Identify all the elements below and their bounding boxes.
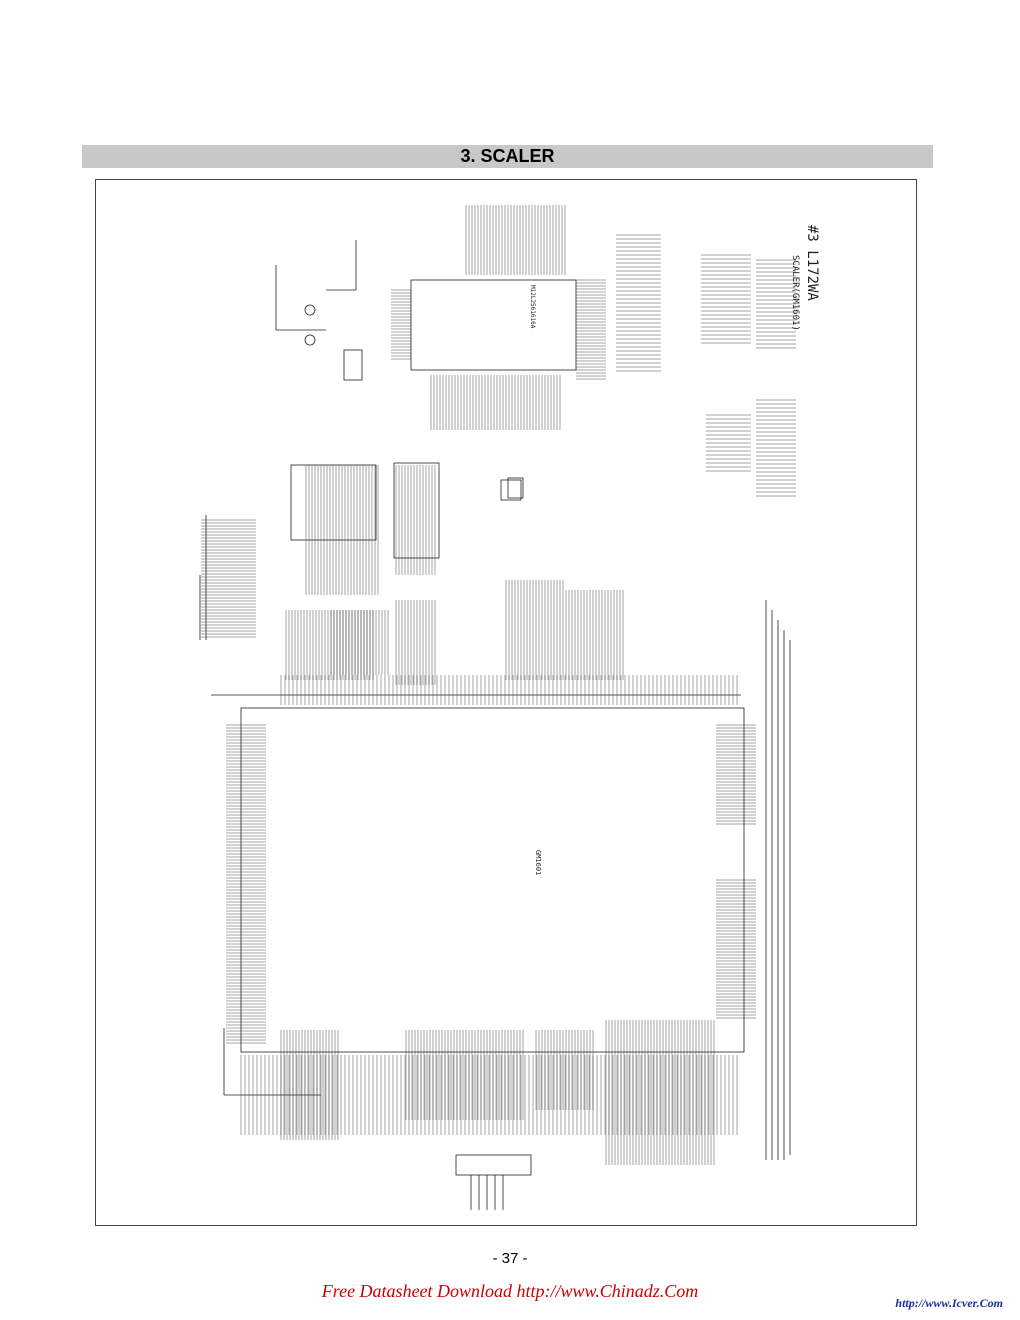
section-title: 3. SCALER	[460, 146, 555, 166]
icver-link[interactable]: http://www.Icver.Com	[895, 1296, 1003, 1310]
page-number: - 37 -	[492, 1250, 528, 1267]
schematic-sheet-title: #3 L172WA	[804, 225, 820, 301]
section-title-bar: 3. SCALER	[82, 145, 933, 168]
scaler-ic-label: GM1601	[534, 850, 542, 875]
datasheet-download-link[interactable]: Free Datasheet Download http://www.China…	[321, 1281, 699, 1301]
schematic-sheet-subtitle: SCALER(GM1601)	[790, 255, 800, 331]
scaler-ic-outline	[240, 707, 745, 1053]
sdram-chip-outline	[410, 279, 577, 371]
scaler-schematic-drawing: #3 L172WA SCALER(GM1601) GM1601 M12L2561…	[199, 205, 820, 1210]
schematic-frame: #3 L172WA SCALER(GM1601) GM1601 M12L2561…	[95, 179, 917, 1226]
sdram-chip-label: M12L2561616A	[529, 285, 536, 329]
